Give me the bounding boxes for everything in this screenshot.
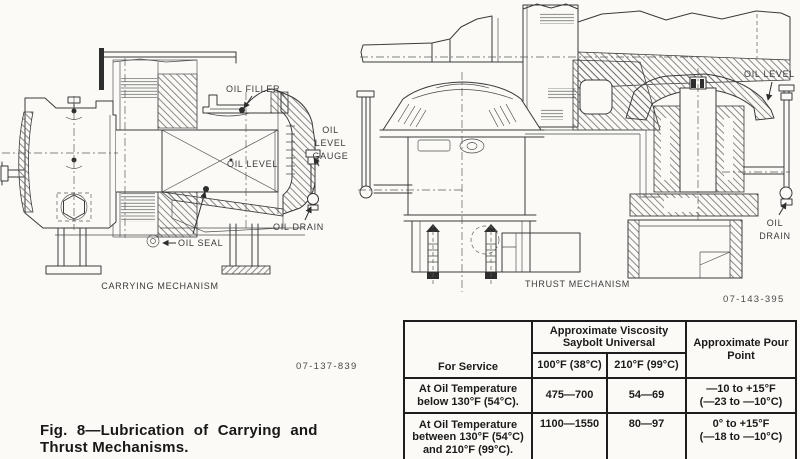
table-row: At Oil Temperature below 130°F (54°C). 4… bbox=[403, 377, 797, 414]
table-header-for-service: For Service bbox=[403, 320, 533, 379]
oil-drain-thrust-line2: DRAIN bbox=[759, 231, 791, 241]
oil-level-leader-right bbox=[766, 81, 773, 101]
technical-drawings bbox=[0, 3, 795, 292]
oil-level-label-carrying: OIL LEVEL bbox=[227, 159, 278, 169]
cell-visc210-row2: 80—97 bbox=[606, 412, 687, 459]
oil-seal-label: OIL SEAL bbox=[178, 238, 224, 248]
service-row2-line2: between 130°F (54°C) bbox=[412, 431, 524, 444]
service-row1-line1: At Oil Temperature bbox=[418, 383, 518, 395]
viscosity-header-line2: Saybolt Universal bbox=[562, 337, 656, 349]
cell-visc100-row1: 475—700 bbox=[531, 377, 608, 414]
table-header-viscosity: Approximate Viscosity Saybolt Universal bbox=[531, 320, 687, 354]
pour-point-header-line2: Point bbox=[727, 349, 755, 362]
figure-caption-line1: Fig. 8—Lubrication of Carrying and bbox=[40, 422, 318, 439]
oil-filler-label: OIL FILLER bbox=[226, 84, 281, 94]
photo-number-thrust: 07-143-395 bbox=[723, 294, 785, 305]
oil-level-gauge-line2: LEVEL bbox=[314, 138, 347, 148]
table-header-210f: 210°F (99°C) bbox=[606, 352, 687, 379]
oil-filler-leader bbox=[243, 95, 253, 109]
cell-service-row2: At Oil Temperature between 130°F (54°C) … bbox=[403, 412, 533, 459]
oil-level-gauge-label: OIL LEVEL GAUGE bbox=[307, 124, 354, 163]
pour-row2-line1: 0° to +15°F bbox=[712, 418, 770, 430]
carrying-mechanism-drawing bbox=[0, 48, 321, 275]
figure-caption: Fig. 8—Lubrication of Carrying and Thrus… bbox=[40, 422, 340, 456]
thrust-mechanism-drawing bbox=[356, 3, 795, 292]
cell-pour-row2: 0° to +15°F (—18 to —10°C) bbox=[685, 412, 797, 459]
oil-drain-thrust-line1: OIL bbox=[766, 218, 784, 228]
oil-level-gauge-line1: OIL bbox=[322, 125, 339, 135]
oil-drain-leader-right bbox=[778, 202, 787, 216]
figure-caption-line2: Thrust Mechanisms. bbox=[40, 439, 189, 456]
oil-level-gauge-line3: GAUGE bbox=[312, 151, 349, 161]
thrust-mechanism-caption: THRUST MECHANISM bbox=[524, 279, 631, 289]
pour-row2-line2: (—18 to —10°C) bbox=[699, 430, 783, 443]
oil-drain-label-thrust: OIL DRAIN bbox=[752, 217, 798, 243]
photo-number-carrying: 07-137-839 bbox=[296, 361, 358, 372]
service-row2-line1: At Oil Temperature bbox=[418, 418, 518, 431]
oil-drain-label-carrying: OIL DRAIN bbox=[273, 222, 324, 232]
table-header-100f: 100°F (38°C) bbox=[531, 352, 608, 379]
viscosity-header-line1: Approximate Viscosity bbox=[549, 324, 669, 337]
table-row: At Oil Temperature between 130°F (54°C) … bbox=[403, 412, 797, 459]
cell-visc100-row2: 1100—1550 bbox=[531, 412, 608, 459]
cell-service-row1: At Oil Temperature below 130°F (54°C). bbox=[403, 377, 533, 414]
pour-point-header-line1: Approximate Pour bbox=[693, 337, 789, 349]
oil-seal-leader-2 bbox=[192, 191, 207, 235]
service-row1-line2: below 130°F (54°C). bbox=[417, 395, 519, 408]
cell-visc210-row1: 54—69 bbox=[606, 377, 687, 414]
service-row2-line3: and 210°F (99°C). bbox=[422, 443, 514, 456]
oil-drain-leader-left bbox=[304, 206, 312, 221]
pour-row1-line2: (—23 to —10°C) bbox=[699, 395, 783, 408]
cell-pour-row1: —10 to +15°F (—23 to —10°C) bbox=[685, 377, 797, 414]
lubrication-table: For Service Approximate Viscosity Saybol… bbox=[403, 320, 797, 459]
carrying-mechanism-caption: CARRYING MECHANISM bbox=[101, 281, 219, 291]
oil-level-label-thrust: OIL LEVEL bbox=[744, 69, 795, 79]
pour-row1-line1: —10 to +15°F bbox=[706, 383, 776, 395]
table-header-pour-point: Approximate Pour Point bbox=[685, 320, 797, 379]
oil-level-gauge-leader bbox=[313, 157, 320, 167]
